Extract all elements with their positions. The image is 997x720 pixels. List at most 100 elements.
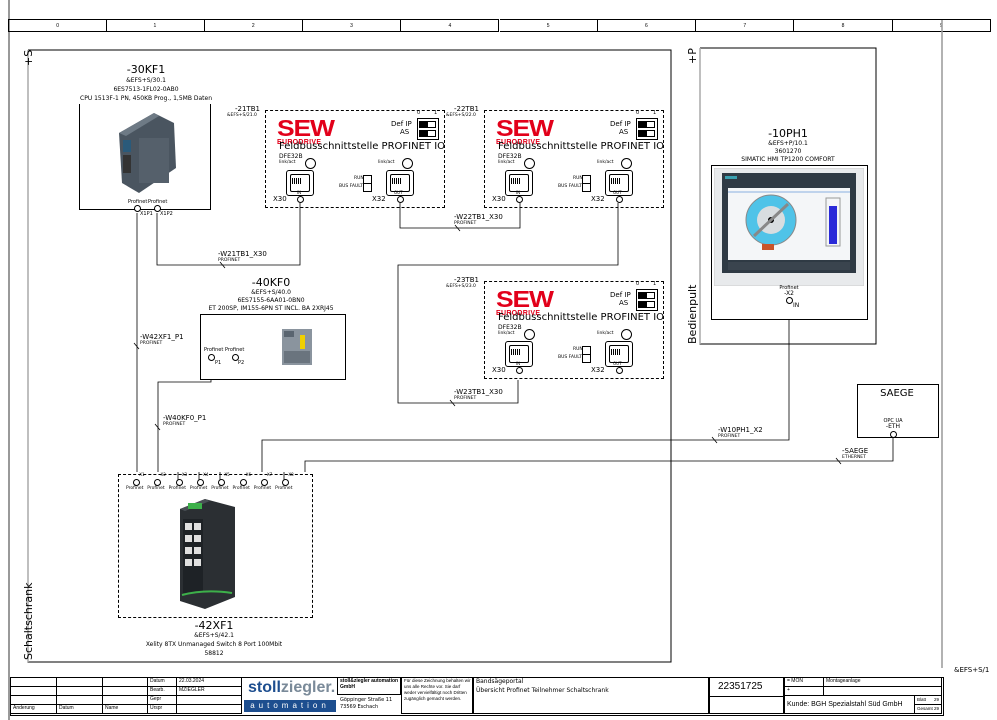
hmi-port-x2[interactable] [786, 297, 793, 304]
sheet-title: Übersicht Profinet Teilnehmer Schaltschr… [476, 687, 609, 694]
sew-box [484, 281, 664, 379]
cpu-port-x1p2[interactable] [154, 205, 161, 212]
port-x32-label: X32 [591, 366, 605, 374]
sew-tag: -23TB1 [454, 276, 479, 284]
customer-name: BGH Spezialstahl Süd GmbH [811, 701, 903, 708]
sew-logo: SEW EURODRIVE [496, 288, 554, 318]
dip-def-ip-label: Def IP [391, 120, 412, 128]
switch-box [118, 474, 313, 618]
link-act-led-out [621, 158, 632, 169]
company-address-1: Göppinger Straße 11 [340, 697, 393, 703]
cpu-port2-type: Profinet [148, 199, 168, 205]
switch-port[interactable] [218, 479, 226, 486]
switch-port-label: -X8 [287, 472, 294, 477]
project-name: Bandsägeportal [476, 678, 524, 685]
rj45-out-icon [605, 170, 633, 196]
sew-logo: SEW EURODRIVE [496, 117, 554, 147]
switch-port-type: Profinet [168, 486, 186, 491]
switch-port[interactable] [175, 479, 183, 486]
dip-as-label: AS [619, 299, 629, 307]
et200-port-p2[interactable] [232, 354, 239, 361]
rj45-in-icon [286, 170, 314, 196]
port-in-label: IN [516, 361, 521, 366]
cpu-port2-label: X1P2 [160, 211, 173, 217]
switch-port-label: -X5 [223, 472, 230, 477]
dip-label-0: 0 [636, 110, 640, 116]
link-act-led-in [524, 329, 535, 340]
rj45-out-icon [605, 341, 633, 367]
switch-port-label: -X6 [244, 472, 252, 477]
logo-text-b: ziegler. [280, 679, 336, 696]
switch-order: 58812 [204, 650, 224, 657]
cpu-ref: &EFS+S/30.1 [126, 77, 166, 84]
column-number: 5 [499, 19, 598, 32]
cable-w42xf1-name[interactable]: -W42XF1_P1 [140, 333, 184, 341]
location-label-bedienpult: Bedienpult [686, 284, 699, 344]
et200-port1-type: Profinet [204, 347, 224, 353]
et200-port1-label: P1 [215, 360, 222, 366]
port-x30[interactable] [297, 196, 304, 203]
cable-w21tb1-type: PROFINET [218, 258, 241, 263]
sew-model: DFE32B [498, 324, 522, 331]
port-x32[interactable] [616, 367, 623, 374]
et200-box [200, 314, 346, 380]
cpu-port-x1p1[interactable] [134, 205, 141, 212]
dip-switch[interactable] [636, 118, 658, 140]
hmi-port-label: -X2 [784, 290, 794, 297]
sew-logo-sub: EURODRIVE [496, 139, 541, 146]
switch-port[interactable] [260, 479, 268, 486]
cable-w40kf0-name[interactable]: -W40KF0_P1 [163, 414, 207, 422]
port-x32[interactable] [616, 196, 623, 203]
port-x30[interactable] [516, 367, 523, 374]
location-label-s: +S [22, 49, 35, 66]
port-x32[interactable] [397, 196, 404, 203]
switch-port[interactable] [196, 479, 204, 486]
switch-port-type: Profinet [232, 486, 250, 491]
column-number: 3 [302, 19, 402, 32]
cpu-order: 6ES7513-1FL02-0AB0 [113, 86, 179, 93]
dip-label-1: 1 [434, 110, 438, 116]
switch-port[interactable] [133, 479, 140, 486]
cable-saege-name[interactable]: -SAEGE [842, 447, 869, 455]
dip-as-label: AS [400, 128, 410, 136]
sew-logo-sub: EURODRIVE [277, 139, 322, 146]
link-act-led-in [524, 158, 535, 169]
switch-port[interactable] [154, 479, 162, 486]
column-number: 2 [204, 19, 303, 32]
cable-w10ph1-name[interactable]: -W10PH1_X2 [718, 426, 763, 434]
dip-switch[interactable] [417, 118, 439, 140]
dip-label-0: 0 [417, 110, 421, 116]
cpu-port1-label: X1P1 [140, 211, 153, 217]
sew-model: DFE32B [279, 153, 303, 160]
et200-port2-type: Profinet [225, 347, 245, 353]
column-number: 4 [401, 19, 500, 32]
switch-port[interactable] [282, 479, 290, 486]
sew-ref: &EFS+S/21.0 [227, 113, 257, 118]
saege-port-eth[interactable] [890, 431, 897, 438]
sew-logo-sub: EURODRIVE [496, 310, 541, 317]
dip-switch[interactable] [636, 289, 658, 311]
switch-port[interactable] [239, 479, 247, 486]
switch-port-type: Profinet [189, 486, 208, 491]
sew-title: Feldbusschnittstelle PROFINET IO [498, 312, 665, 323]
port-out-label: OUT [613, 361, 622, 366]
hmi-order: 3601270 [774, 148, 802, 155]
port-x30[interactable] [516, 196, 523, 203]
company-logo: stollziegler. automation [244, 678, 336, 713]
column-number: 0 [8, 19, 108, 32]
et200-port-p1[interactable] [208, 354, 215, 361]
cable-w21tb1-name[interactable]: -W21TB1_X30 [218, 250, 267, 258]
copyright-notice: Für diese Zeichnung behalten wir uns all… [401, 677, 473, 714]
customer-label: Kunde: [787, 701, 810, 708]
cable-w23tb1-name[interactable]: -W23TB1_X30 [454, 388, 503, 396]
revision-header: Datum [56, 704, 103, 714]
hmi-image [714, 168, 864, 286]
dip-label-1: 1 [653, 281, 657, 287]
bus-fault-label: BUS FAULT [558, 355, 582, 360]
sew-tag: -22TB1 [454, 105, 479, 113]
cable-w22tb1-name[interactable]: -W22TB1_X30 [454, 213, 503, 221]
port-x32-label: X32 [591, 195, 605, 203]
location-label-schaltschrank: Schaltschrank [22, 582, 35, 660]
port-in-label: IN [297, 190, 302, 195]
hmi-desc: SIMATIC HMI TP1200 COMFORT [741, 156, 835, 163]
